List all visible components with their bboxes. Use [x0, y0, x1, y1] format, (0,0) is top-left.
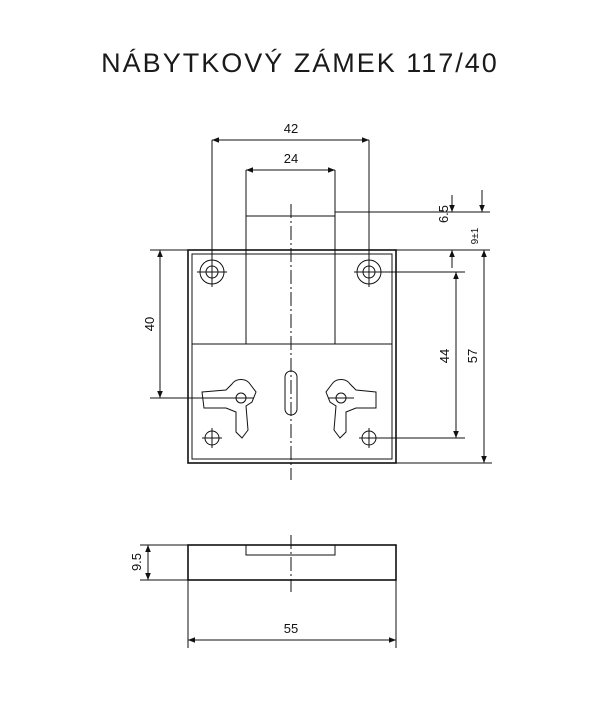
dimension-57: 57	[396, 250, 492, 464]
keyhole-slot	[284, 370, 298, 416]
dimension-55: 55	[187, 580, 397, 648]
dimension-44: 44	[378, 271, 465, 439]
side-view	[187, 535, 397, 592]
dimension-24-label: 24	[284, 151, 298, 166]
dimension-24: 24	[245, 151, 336, 216]
dimension-9pm1: 9±1	[460, 190, 490, 251]
mounting-hole-bottom-right	[359, 428, 379, 448]
dimension-9-5-label: 9.5	[129, 553, 144, 571]
lock-plate	[187, 249, 397, 464]
dimension-42-label: 42	[284, 121, 298, 136]
front-view	[187, 204, 397, 480]
drawing-title: NÁBYTKOVÝ ZÁMEK 117/40	[101, 48, 499, 78]
dimension-42: 42	[211, 121, 370, 260]
dimension-55-label: 55	[284, 621, 298, 636]
mounting-hole-top-left	[197, 257, 227, 287]
lock-plate-inner	[191, 253, 393, 460]
dimension-6-5: 6.5	[335, 195, 460, 268]
dimension-6-5-label: 6.5	[436, 205, 451, 223]
dimension-9-5: 9.5	[129, 544, 188, 581]
dimension-44-label: 44	[437, 349, 452, 363]
dimension-40-label: 40	[142, 317, 157, 331]
mounting-hole-bottom-left	[202, 428, 222, 448]
tumbler-left	[201, 379, 257, 439]
dimension-40: 40	[142, 249, 246, 399]
dimension-9pm1-label: 9±1	[470, 227, 481, 244]
dimension-57-label: 57	[465, 349, 480, 363]
tumbler-right	[325, 379, 377, 439]
side-body	[187, 544, 397, 581]
